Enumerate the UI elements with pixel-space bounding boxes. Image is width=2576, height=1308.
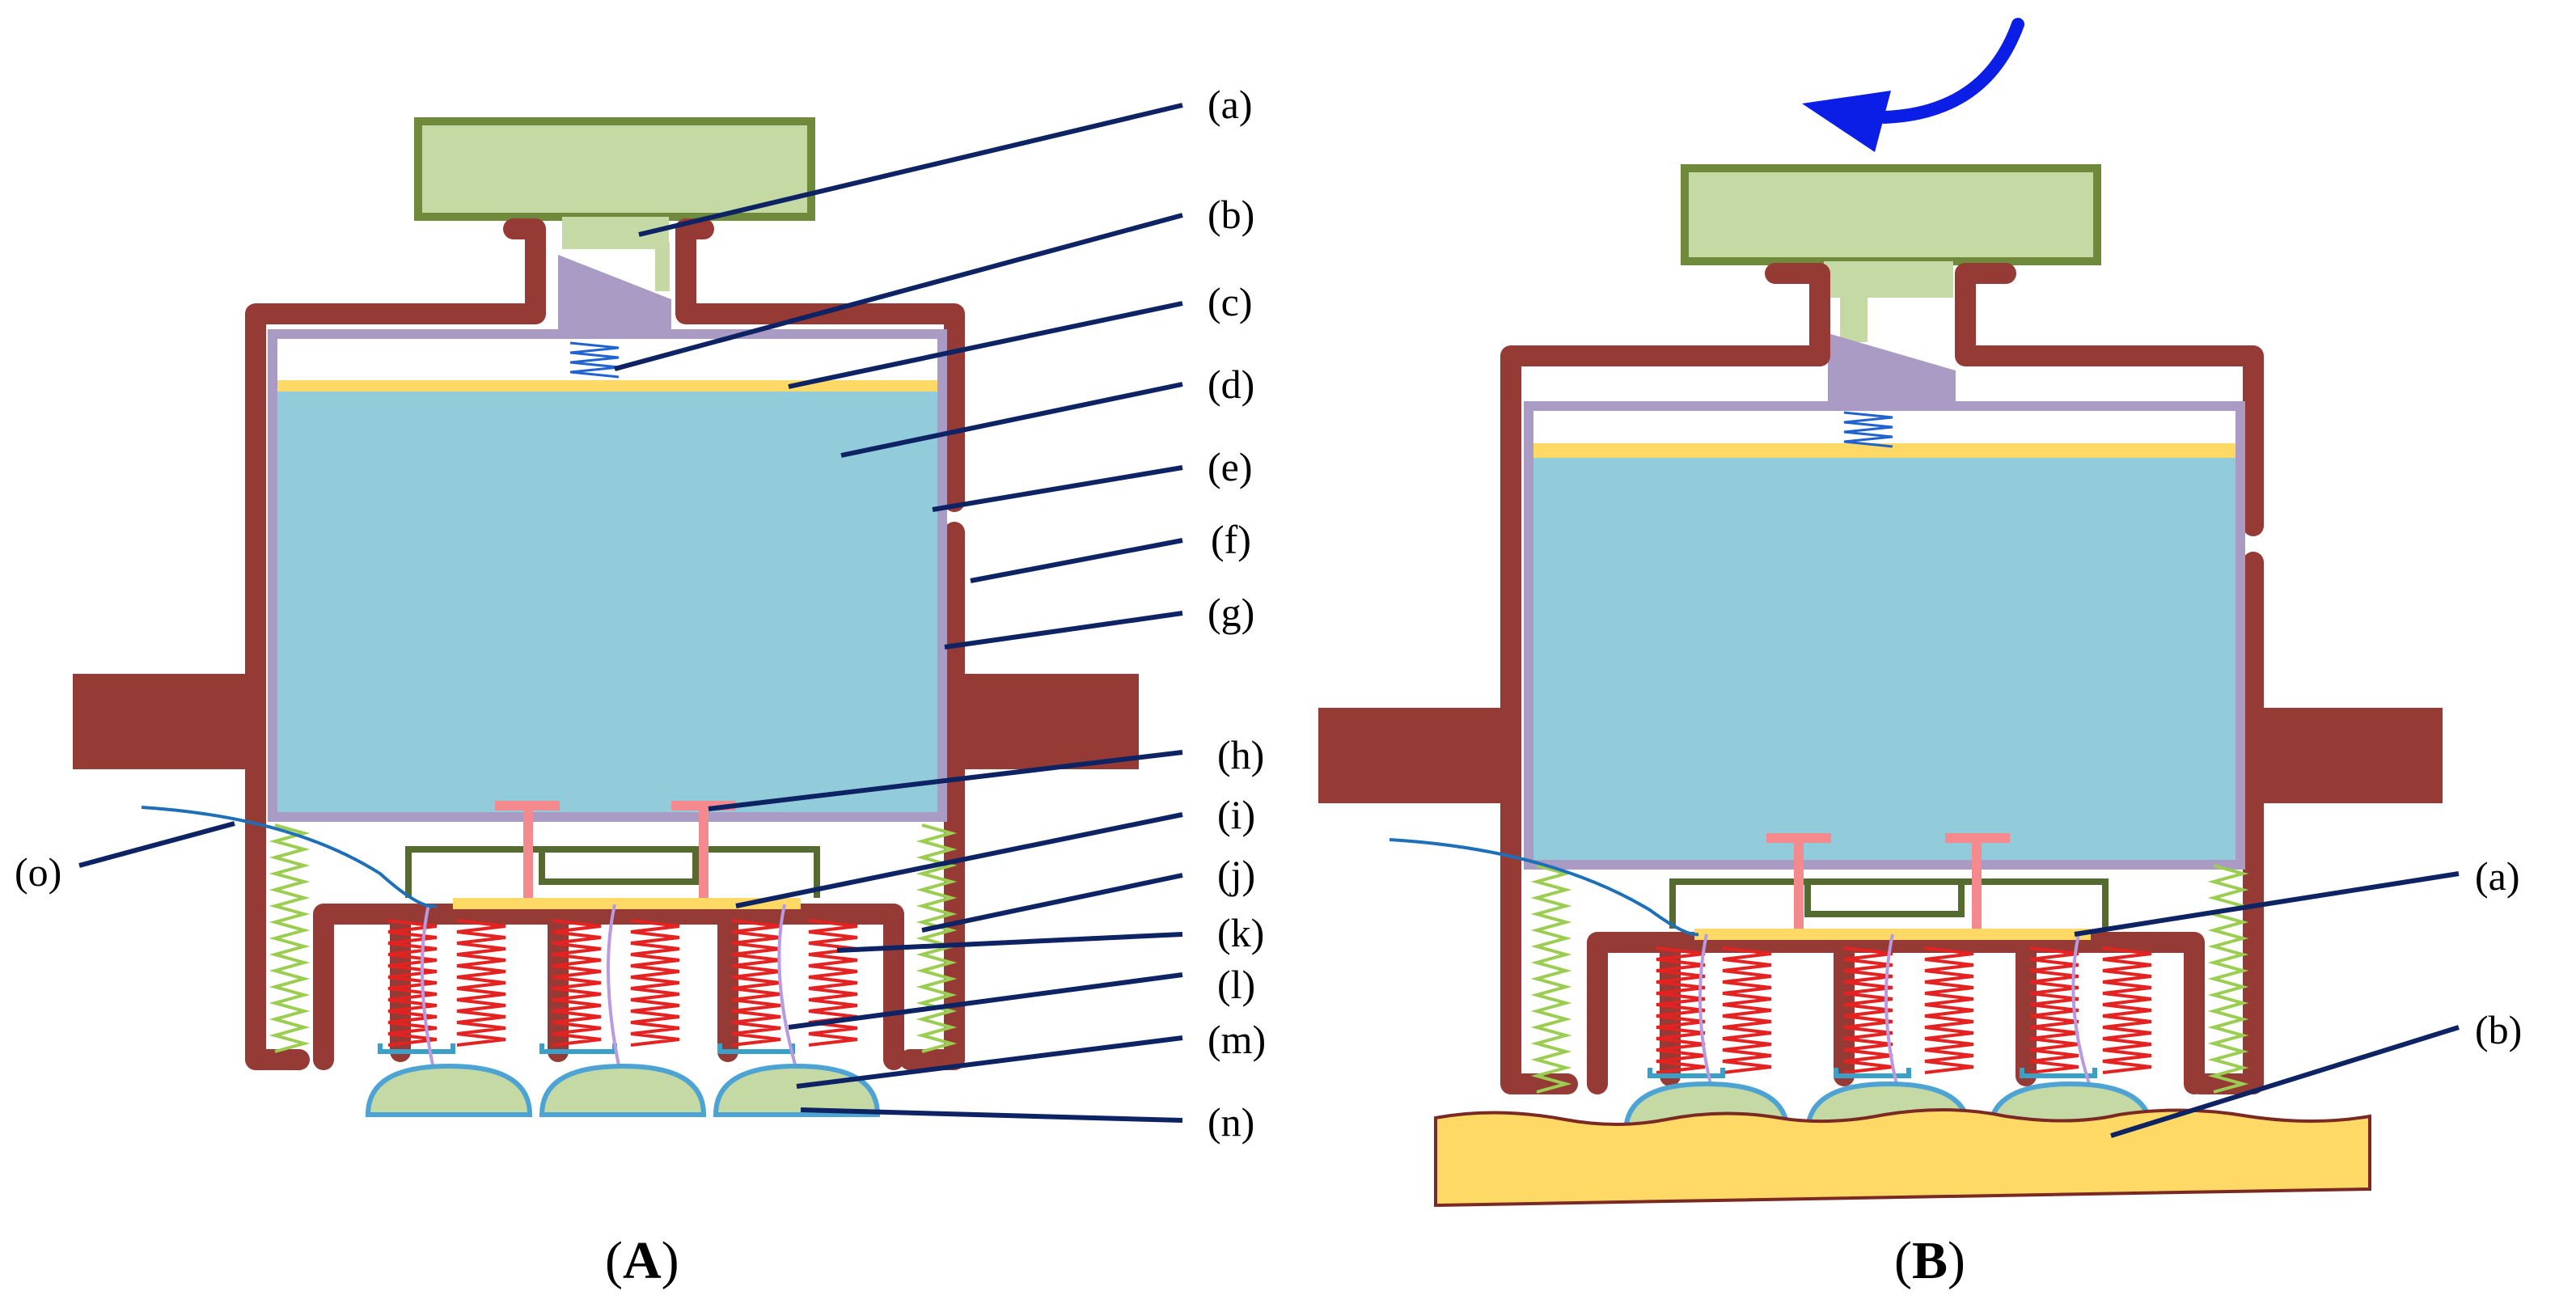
side-flange-left-a (73, 674, 255, 769)
caption-a: (A) (605, 1231, 679, 1290)
label-a-o: (o) (15, 849, 61, 895)
fluid-b (1533, 458, 2235, 860)
side-flange-right-a (965, 674, 1139, 769)
label-a-m: (m) (1208, 1017, 1266, 1062)
housing-b (1500, 263, 2264, 1094)
housing-a (245, 218, 965, 1070)
label-a-j: (j) (1217, 852, 1255, 897)
labels-a: (a) (b) (c) (d) (e) (f) (g) (h) (i) (j) … (15, 82, 1266, 1145)
pistons-b (1766, 833, 2010, 930)
label-a-c: (c) (1208, 279, 1253, 324)
panel-a: (a) (b) (c) (d) (e) (f) (g) (h) (i) (j) … (15, 82, 1266, 1290)
knob-a (414, 117, 815, 332)
label-a-b: (b) (1208, 192, 1254, 237)
label-b-b: (b) (2475, 1007, 2522, 1052)
fluid-a (277, 388, 937, 812)
suction-pads-a (368, 1066, 878, 1115)
label-a-e: (e) (1208, 444, 1253, 489)
rotation-arrowhead-b (1802, 91, 1891, 152)
side-flange-left-b (1318, 708, 1501, 803)
wires-a (421, 904, 802, 1085)
label-a-d: (d) (1208, 362, 1254, 407)
pistons-a (495, 801, 736, 900)
panel-b: (a) (b) (B) (1318, 18, 2522, 1290)
leaders-b (2074, 871, 2460, 1138)
blue-brackets-b (1648, 1068, 2097, 1078)
label-a-a: (a) (1208, 82, 1253, 127)
rotation-arrow-b (1878, 18, 2024, 124)
label-a-f: (f) (1211, 517, 1251, 562)
wires-b (1698, 933, 2096, 1101)
label-a-g: (g) (1208, 590, 1254, 635)
label-a-h: (h) (1217, 732, 1264, 777)
labels-b: (a) (b) (2475, 853, 2522, 1052)
red-springs-b (1655, 946, 2153, 1074)
label-a-i: (i) (1217, 792, 1255, 837)
sensor-wire-a (141, 806, 438, 908)
label-a-n: (n) (1208, 1099, 1254, 1145)
knob-b (1681, 164, 2101, 404)
bottom-frame-a (405, 846, 820, 898)
work-surface-b (1434, 1107, 2371, 1208)
side-flange-right-b (2264, 708, 2443, 803)
plate-a (277, 380, 937, 392)
label-a-k: (k) (1217, 910, 1264, 955)
plate-b (1533, 443, 2235, 458)
label-a-l: (l) (1217, 962, 1255, 1007)
caption-b: (B) (1894, 1231, 1965, 1290)
label-b-a: (a) (2475, 853, 2520, 899)
contact-strip-a (453, 898, 801, 909)
leaders-a (78, 103, 1183, 1123)
sensor-wire-b (1389, 838, 1699, 937)
bottom-frame-b (1669, 878, 2109, 929)
